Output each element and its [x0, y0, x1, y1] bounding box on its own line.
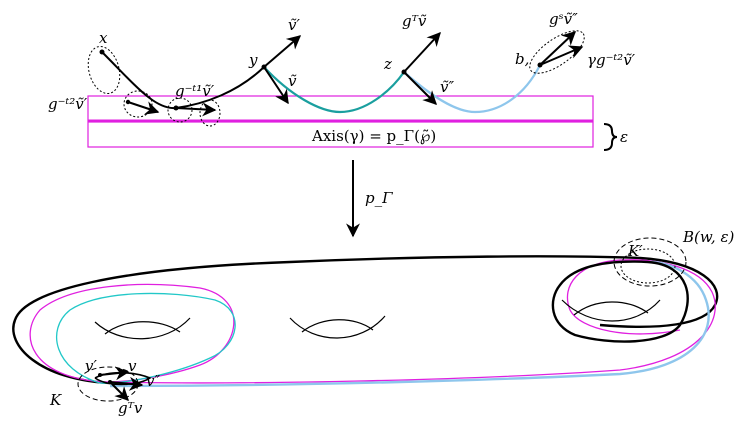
- neighborhood-K-prime: [613, 237, 687, 287]
- vector-gamma-g-v-prime: [539, 45, 584, 66]
- hole-left-top: [104, 321, 181, 335]
- epsilon-brace: [603, 123, 618, 151]
- label-B-w-eps: B(w, ε): [682, 228, 735, 246]
- label-v-prime-top: ṽ′: [288, 16, 300, 34]
- label-gT-v: gᵀṽ: [402, 12, 427, 30]
- neighborhood-b: [529, 30, 585, 74]
- label-x: x: [99, 29, 108, 47]
- point-bottom-v: [98, 373, 102, 377]
- label-gT-v-bottom: gᵀv: [118, 399, 143, 417]
- curve-teal-top: [263, 66, 405, 114]
- hole-middle-bottom: [289, 315, 386, 339]
- point-x: [99, 49, 105, 55]
- point-bottom-v-dd: [108, 380, 112, 384]
- vector-gT-v: [403, 31, 441, 73]
- label-v-tilde: ṽ: [288, 72, 297, 90]
- label-v-bottom: v: [128, 357, 137, 375]
- label-gs-v-dd: gˢṽ″: [549, 10, 578, 28]
- label-y: y: [248, 51, 258, 69]
- vector-gt1-v-prime: [175, 102, 217, 117]
- label-g-t1-v-prime: g⁻ᵗ¹ṽ′: [175, 82, 215, 100]
- label-v-tilde-dd: ṽ″: [440, 78, 454, 96]
- hole-left-bottom: [94, 317, 191, 340]
- axis-band-upper: [87, 95, 594, 122]
- hole-right-top: [573, 301, 649, 316]
- vector-gt2-v-prime: [127, 101, 160, 115]
- loop-black-right: [551, 260, 689, 343]
- vector-v-tilde: [263, 66, 289, 105]
- label-K: K: [49, 391, 62, 409]
- neighborhood-gt1-a: [167, 97, 193, 123]
- label-v-prime-bottom: v′: [85, 357, 97, 375]
- neighborhood-gt1-b: [199, 99, 221, 127]
- label-g-t2-v-prime: g⁻ᵗ²ṽ′: [48, 95, 88, 113]
- vector-v-dd-bottom: [109, 376, 144, 391]
- loop-magenta-left: [29, 283, 235, 383]
- neighborhood-x: [87, 45, 121, 95]
- label-axis: Axis(γ) = p_Γ(℘̃): [311, 127, 436, 145]
- loop-magenta-right: [104, 259, 716, 384]
- curve-lightblue-top: [403, 64, 541, 114]
- vector-gs-v-dd: [539, 31, 577, 66]
- label-v-dd-bottom: v″: [146, 372, 160, 390]
- neighborhood-gt2: [123, 90, 153, 118]
- vector-v-prime: [263, 35, 302, 68]
- loop-cyan: [55, 292, 236, 384]
- label-p-gamma: p_Γ: [365, 189, 393, 207]
- vector-v-dd: [403, 71, 437, 105]
- neighborhood-B-w-eps: [620, 248, 676, 284]
- hole-middle-top: [301, 319, 374, 333]
- label-z: z: [383, 55, 392, 73]
- label-K-prime: K′: [627, 242, 643, 260]
- surface-outer-boundary: [12, 255, 719, 385]
- label-b: b,: [515, 50, 529, 68]
- label-gamma-g-v-prime: γg⁻ᵗ²ṽ′: [587, 51, 636, 69]
- loop-lightblue: [109, 260, 710, 388]
- vector-v-bottom: [99, 366, 130, 381]
- vector-gT-v-bottom: [111, 383, 129, 401]
- hole-right-bottom: [561, 299, 661, 322]
- label-epsilon: ε: [620, 128, 628, 146]
